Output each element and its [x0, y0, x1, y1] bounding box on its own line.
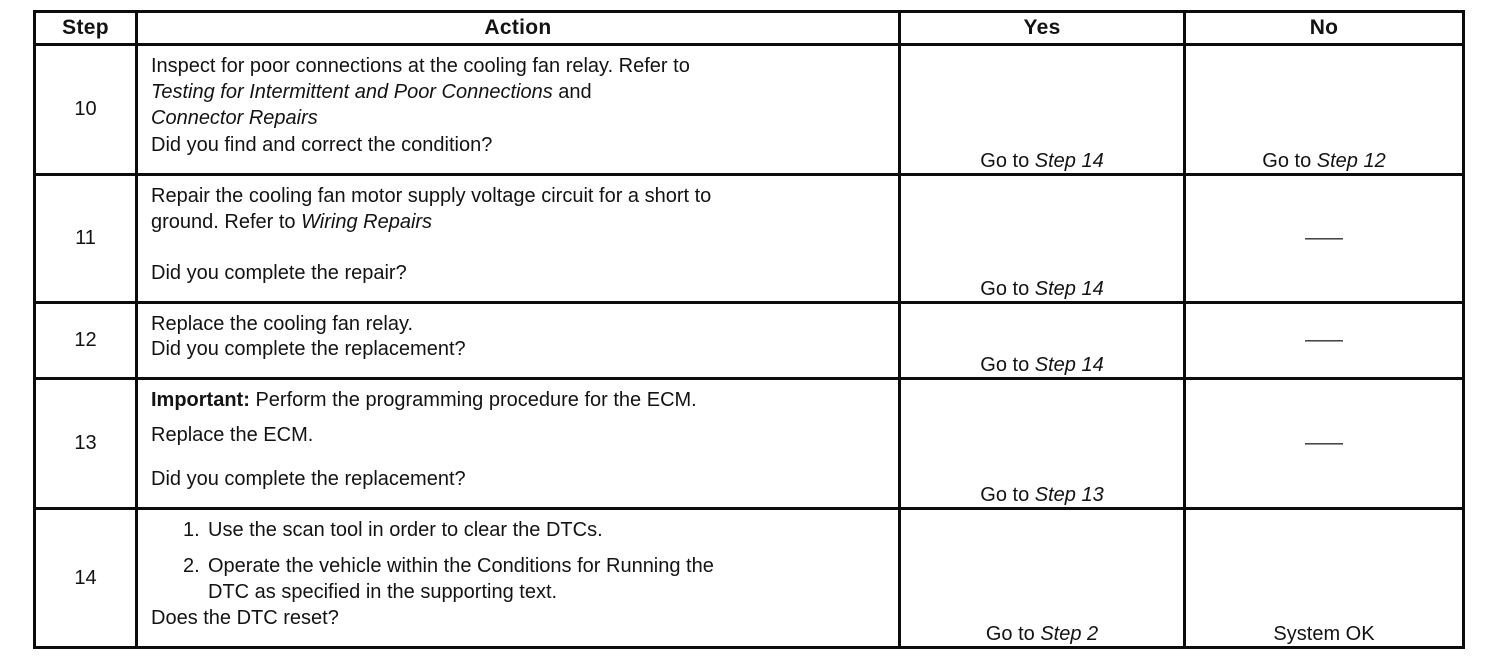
step-number: 13 [33, 377, 138, 510]
text-segment: DTC as specified in the supporting text. [208, 581, 558, 603]
yes-result-text: Go to Step 14 [980, 354, 1103, 376]
step-number: 14 [33, 507, 138, 649]
action-list-item: 2. Operate the vehicle within the Conditi… [151, 553, 886, 605]
column-header-step: Step [33, 10, 138, 46]
action-cell: Repair the cooling fan motor supply volt… [135, 173, 901, 304]
text-segment: Go to [985, 623, 1041, 645]
header-row: Step Action Yes No [33, 10, 1465, 46]
action-question: Did you complete the replacement? [151, 338, 466, 360]
diagnostic-steps-table: Step Action Yes No 10 Inspect for poor co… [33, 10, 1465, 649]
text-segment: System OK [1273, 623, 1375, 645]
action-text-line: Replace the ECM. [151, 422, 886, 448]
action-text-line: Inspect for poor connections at the cool… [151, 53, 886, 79]
no-cell: — [1183, 377, 1465, 510]
text-segment: Repair the cooling fan motor supply volt… [151, 185, 712, 207]
action-text-line: Connector Repairs [151, 105, 886, 131]
text-segment: Step 14 [1034, 278, 1104, 300]
text-segment: Testing for Intermittent and Poor Connec… [151, 81, 553, 103]
yes-cell: Go to Step 13 [898, 377, 1186, 510]
table-row: 14 1. Use the scan tool in order to clear … [33, 507, 1465, 649]
no-cell: — [1183, 173, 1465, 304]
step-number: 12 [33, 301, 138, 380]
dash-placeholder: — [1305, 431, 1343, 454]
yes-result-text: Go to Step 13 [980, 484, 1103, 506]
text-segment: Replace the cooling fan relay. [151, 313, 414, 335]
action-question: Did you find and correct the condition? [151, 134, 493, 156]
text-segment: Step 14 [1034, 354, 1104, 376]
list-item-text: Use the scan tool in order to clear the … [208, 517, 886, 543]
text-segment: Step 14 [1034, 150, 1104, 172]
no-cell: System OK [1183, 507, 1465, 649]
yes-cell: Go to Step 14 [898, 43, 1186, 176]
step-number: 10 [33, 43, 138, 176]
text-segment: Important: [151, 389, 250, 411]
text-segment: ground. Refer to [151, 211, 302, 233]
step-number: 11 [33, 173, 138, 304]
yes-result-text: Go to Step 14 [980, 150, 1103, 172]
action-text-line: ground. Refer to Wiring Repairs [151, 209, 886, 235]
yes-cell: Go to Step 14 [898, 173, 1186, 304]
text-segment: Operate the vehicle within the Condition… [208, 555, 714, 577]
no-result-text: Go to Step 12 [1262, 150, 1385, 172]
action-text-line: Repair the cooling fan motor supply volt… [151, 183, 886, 209]
table-row: 11 Repair the cooling fan motor supply vo… [33, 173, 1465, 304]
yes-cell: Go to Step 2 [898, 507, 1186, 649]
action-list-item: 1. Use the scan tool in order to clear th… [151, 517, 886, 543]
text-segment: Perform the programming procedure for th… [249, 389, 697, 411]
list-item-text: Operate the vehicle within the Condition… [208, 553, 886, 605]
text-segment: Go to [980, 484, 1035, 506]
action-cell: 1. Use the scan tool in order to clear th… [135, 507, 901, 649]
dash-placeholder: — [1305, 226, 1343, 249]
action-cell: Replace the cooling fan relay. Did you co… [135, 301, 901, 380]
list-marker: 2. [183, 555, 200, 577]
text-segment: Go to [980, 278, 1035, 300]
text-segment: Step 12 [1316, 150, 1386, 172]
column-header-yes: Yes [898, 10, 1186, 46]
text-segment: Replace the ECM. [151, 424, 314, 446]
action-text-line: Important: Perform the programming proce… [151, 387, 886, 413]
text-segment: Use the scan tool in order to clear the … [208, 519, 603, 541]
action-question: Did you complete the repair? [151, 262, 407, 284]
dash-placeholder: — [1305, 328, 1343, 351]
action-question: Does the DTC reset? [151, 607, 339, 629]
column-header-no: No [1183, 10, 1465, 46]
list-marker: 1. [183, 519, 200, 541]
no-cell: Go to Step 12 [1183, 43, 1465, 176]
text-segment: Go to [980, 354, 1035, 376]
text-segment: Go to [980, 150, 1035, 172]
text-segment: Connector Repairs [151, 107, 318, 129]
text-segment: Wiring Repairs [301, 211, 433, 233]
steps-table-body: 10 Inspect for poor connections at the co… [33, 43, 1465, 649]
table-row: 10 Inspect for poor connections at the co… [33, 43, 1465, 176]
action-cell: Important: Perform the programming proce… [135, 377, 901, 510]
text-segment: Step 13 [1034, 484, 1104, 506]
yes-cell: Go to Step 14 [898, 301, 1186, 380]
action-text-line: Testing for Intermittent and Poor Connec… [151, 79, 886, 105]
text-segment: Inspect for poor connections at the cool… [151, 55, 690, 77]
text-segment: and [552, 81, 592, 103]
action-question: Did you complete the replacement? [151, 468, 466, 490]
no-result-text: System OK [1273, 623, 1374, 645]
table-row: 13 Important: Perform the programming pro… [33, 377, 1465, 510]
action-cell: Inspect for poor connections at the cool… [135, 43, 901, 176]
text-segment: Step 2 [1040, 623, 1099, 645]
table-row: 12 Replace the cooling fan relay. Did you … [33, 301, 1465, 380]
yes-result-text: Go to Step 14 [980, 278, 1103, 300]
text-segment: Go to [1262, 150, 1317, 172]
column-header-action: Action [135, 10, 901, 46]
action-text-line: Replace the cooling fan relay. [151, 311, 886, 337]
yes-result-text: Go to Step 2 [986, 623, 1098, 645]
no-cell: — [1183, 301, 1465, 380]
